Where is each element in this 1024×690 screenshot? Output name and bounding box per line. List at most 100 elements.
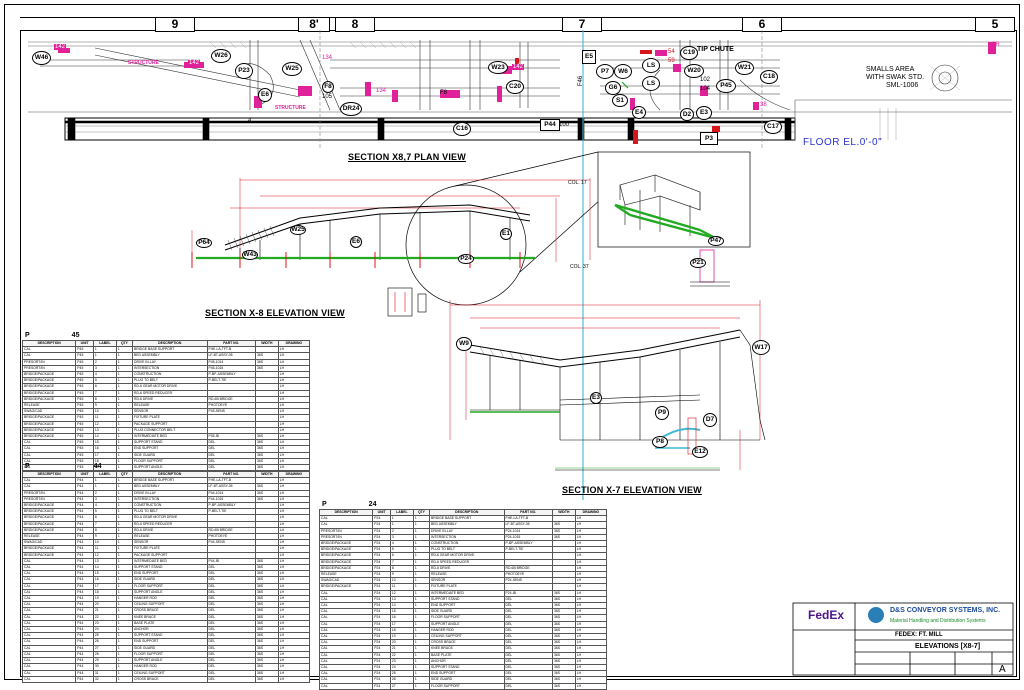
table-cell: 1	[115, 402, 134, 410]
table-cell: BRIDGE/PACKAGE	[318, 546, 374, 554]
plan-bubble: W21	[735, 61, 754, 75]
table-cell: BRIDGE/PACKAGE	[318, 558, 374, 566]
table-cell: FHE-LA-TFT-B	[206, 346, 256, 354]
table-cell: LH	[277, 483, 311, 491]
detail-callout	[405, 151, 751, 306]
plan-bubble: DR24	[340, 102, 362, 116]
plan-tag: F46	[578, 75, 585, 87]
table-cell: 1	[115, 352, 134, 360]
plan-tag: 134	[376, 88, 387, 94]
table-cell	[206, 414, 256, 422]
table-cell: 1	[115, 389, 134, 397]
elev2-bubble: P8	[652, 436, 668, 448]
plan-tag: 142	[512, 64, 525, 70]
table-cell: FLOOR SUPPORT	[429, 682, 505, 690]
table-cell: LF-BT-ASSY-05	[206, 352, 256, 360]
table-cell: 1	[115, 383, 134, 391]
table-cell: 36S	[551, 682, 576, 690]
table-cell: LH	[277, 402, 311, 410]
table-cell: BRIDGE/PACKAGE	[21, 545, 77, 553]
plan-bubble: C16	[453, 122, 471, 136]
table-cell: P44-1015	[206, 495, 256, 504]
elev1-bubble: W25	[290, 225, 306, 235]
table-header-cell: QTY	[412, 508, 431, 517]
grid-col-8p: 8'	[298, 17, 330, 32]
smalls-area-label-2: WITH SWAK STD.	[866, 74, 925, 81]
plan-bubble: D2	[680, 108, 694, 121]
table-cell: CAL	[318, 682, 374, 690]
table-cell	[206, 383, 256, 391]
table-cell	[206, 420, 256, 428]
elevation-x8-title: SECTION X-8 ELEVATION VIEW	[205, 308, 345, 318]
floor-elevation-label: FLOOR EL.0'-0"	[803, 137, 883, 148]
table-cell: CROSS BRACE	[132, 675, 208, 683]
table-cell: 1	[115, 495, 134, 504]
plan-tag: 100	[559, 122, 570, 128]
table-cell: BRIDGE/PACKAGE	[21, 508, 77, 516]
table-cell: LH	[277, 414, 311, 422]
plan-bubble: P3	[700, 132, 718, 145]
elev1-bubble: P64	[196, 238, 212, 248]
table-cell: LH	[277, 370, 311, 379]
table-cell: BRIDGE/PACKAGE	[21, 526, 77, 535]
table-cell: DEL	[206, 439, 256, 447]
table-cell: 1	[115, 370, 134, 379]
table-cell: LH	[277, 495, 311, 504]
table-cell: BRIDGE/PACKAGE	[21, 551, 77, 559]
plan-tag: 102	[700, 77, 711, 83]
tip-chute-label: TIP CHUTE	[697, 46, 734, 53]
table-cell: PRESORT/IN	[21, 495, 77, 504]
company-name: D&S CONVEYOR SYSTEMS, INC.	[890, 607, 1001, 614]
plan-tag: 105	[322, 94, 333, 100]
plan-tag: 59	[668, 58, 675, 64]
plan-bubble: W25	[282, 62, 302, 76]
table-cell: LF-BT-ASSY-05	[503, 521, 553, 529]
table-cell: LH	[277, 364, 311, 373]
table-cell: DEL	[206, 675, 256, 683]
elev2-bubble: E12	[692, 446, 708, 458]
table-cell: 1	[412, 682, 431, 690]
table-cell: CAL	[21, 439, 77, 447]
plan-tag: 54	[668, 49, 675, 55]
grid-col-5: 5	[975, 17, 1015, 32]
grid-strip	[20, 17, 1015, 31]
table-header-cell: PART NO.	[503, 508, 553, 517]
elev1-bubble: P24	[458, 254, 474, 264]
table-cell: 1	[115, 675, 134, 683]
table-cell: 1	[115, 346, 134, 354]
table-cell: 1	[115, 445, 134, 453]
table-cell: SWAG/CAD	[21, 408, 77, 416]
table-cell: RD-6B BRIDGE	[503, 564, 553, 573]
table-cell: BRIDGE/PACKAGE	[21, 383, 77, 391]
table-cell: LH	[277, 439, 311, 447]
smalls-area-label-1: SMALLS AREA	[866, 66, 915, 73]
table-cell: DEL	[206, 464, 256, 472]
plan-bubble: W20	[684, 64, 704, 78]
structure-label-1: STRUCTURE	[128, 60, 159, 66]
table-cell: 1	[115, 501, 134, 510]
table-cell: LH	[277, 383, 311, 391]
elev1-bubble: W43	[242, 250, 258, 260]
